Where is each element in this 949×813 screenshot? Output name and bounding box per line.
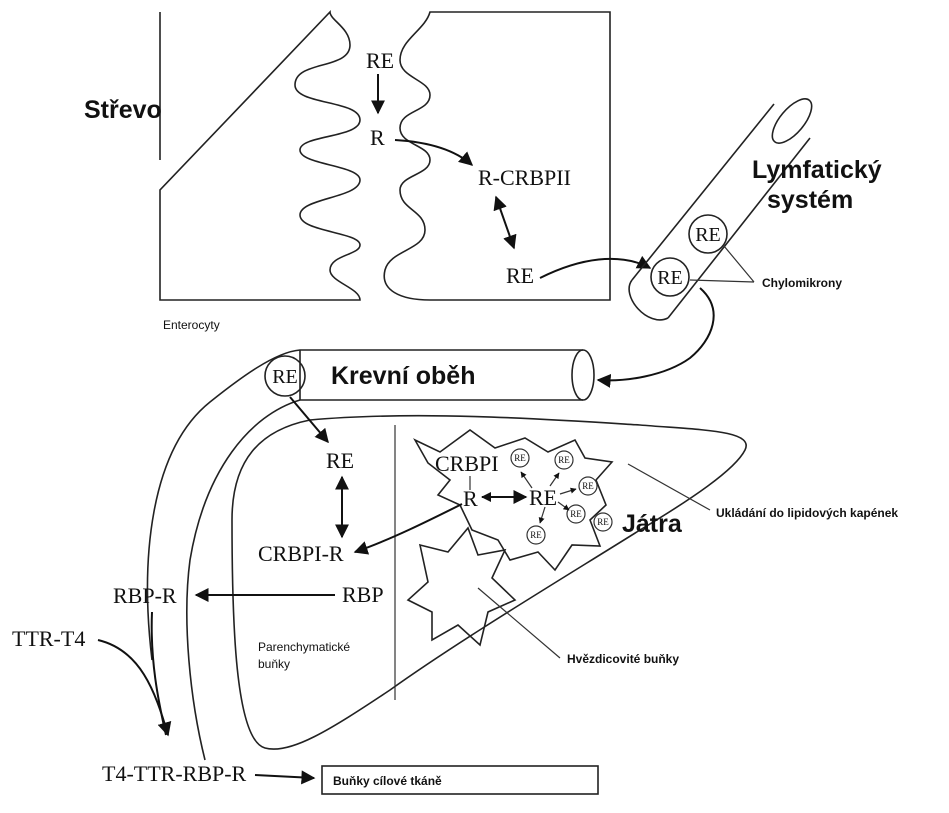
svg-text:RE: RE [558,455,570,465]
blood-label: Krevní oběh [331,362,475,390]
arrow-complex-to-target [255,775,314,778]
target-tissue-label: Buňky cílové tkáně [333,774,442,788]
re-liver: RE [326,448,354,473]
lymphatic-label-2: systém [767,186,853,214]
arrow-rcrbp2-re [496,197,514,248]
storage-pointer [628,464,710,510]
svg-text:RE: RE [570,509,582,519]
parenchymal-label-2: buňky [258,657,290,671]
chylomicrons-label: Chylomikrony [762,276,842,290]
rbp-r: RBP-R [113,583,177,608]
crbp1-r: CRBPI-R [258,541,344,566]
re-intestine: RE [366,48,394,73]
arrow-lymph-to-blood [598,288,714,380]
arrow-re-to-lymph [540,259,650,278]
r-stellate: R [463,486,478,511]
storage-label: Ukládání do lipidových kapének [716,506,898,520]
svg-text:RE: RE [582,481,594,491]
arrow-r-to-rcrbp2 [395,140,472,165]
re-blood-circle: RE [265,356,305,396]
stellate-label: Hvězdicovité buňky [567,652,679,666]
r-intestine: R [370,125,385,150]
r-crbp2: R-CRBPII [478,165,571,190]
ttr-t4: TTR-T4 [12,626,85,651]
svg-text:RE: RE [514,453,526,463]
intestine-label: Střevo [84,96,162,124]
chylomicron-1: RE [689,215,727,253]
re-enterocyte: RE [506,263,534,288]
re-stellate: RE [529,485,557,510]
svg-text:RE: RE [272,366,298,388]
lipid-droplets: RE RE RE RE RE RE [511,449,612,544]
arrow-rbpr-to-complex [152,612,166,735]
enterocytes-label: Enterocyty [163,318,220,332]
svg-text:RE: RE [657,267,683,289]
chylomicron-2: RE [651,258,689,296]
svg-text:RE: RE [597,517,609,527]
lymphatic-label-1: Lymfatický [752,156,882,184]
parenchymal-label-1: Parenchymatické [258,640,350,654]
stellate-cell [408,528,515,645]
enterocyte-right-wall [384,12,610,300]
svg-text:RE: RE [695,224,721,246]
crbp1-label: CRBPI [435,451,499,476]
arrow-r-stellate-to-crbp1r [355,504,462,552]
t4-ttr-rbp-r: T4-TTR-RBP-R [102,761,247,786]
rbp: RBP [342,582,384,607]
svg-text:RE: RE [530,530,542,540]
enterocyte-left-wall [160,12,360,300]
liver-label: Játra [622,510,683,538]
